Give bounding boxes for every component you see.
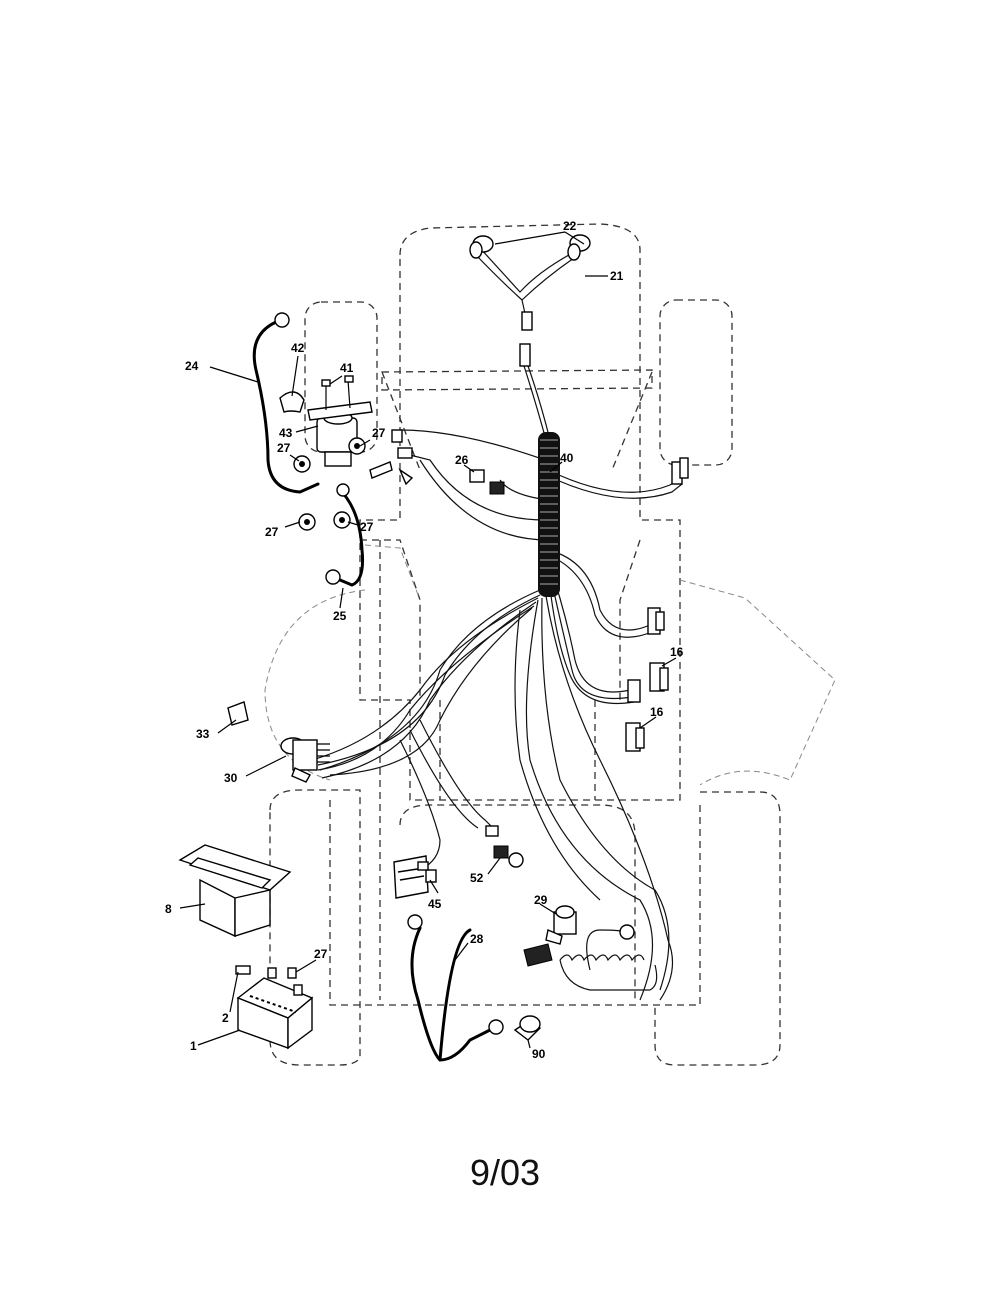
tractor-outline <box>264 223 836 1066</box>
callout-30: 30 <box>224 771 238 785</box>
callout-27-lower-right: 27 <box>360 520 374 534</box>
callout-27-lower-left: 27 <box>265 525 279 539</box>
callout-33: 33 <box>196 727 210 741</box>
seat-switch <box>545 905 577 945</box>
callout-24: 24 <box>185 359 199 373</box>
fuse-block <box>393 855 437 899</box>
callout-27-battery: 27 <box>314 947 328 961</box>
headlight-left <box>469 235 494 259</box>
callout-26: 26 <box>455 453 469 467</box>
callout-1: 1 <box>190 1039 197 1053</box>
starter-solenoid <box>307 401 373 467</box>
callout-42: 42 <box>291 341 305 355</box>
callout-28: 28 <box>470 932 484 946</box>
callout-29: 29 <box>534 893 548 907</box>
callout-2: 2 <box>222 1011 229 1025</box>
battery <box>236 967 314 1050</box>
callout-45: 45 <box>428 897 442 911</box>
parts <box>178 234 689 1062</box>
callouts: 22 21 24 42 41 43 27 27 27 27 26 40 25 1… <box>165 219 684 1061</box>
callout-16-upper: 16 <box>670 645 684 659</box>
callout-21: 21 <box>610 269 624 283</box>
callout-43: 43 <box>279 426 293 440</box>
callout-90: 90 <box>532 1047 546 1061</box>
headlight-right <box>567 234 591 261</box>
callout-22: 22 <box>563 219 577 233</box>
main-harness <box>311 247 683 1001</box>
callout-41: 41 <box>340 361 354 375</box>
callout-52: 52 <box>470 871 484 885</box>
battery-box <box>178 844 292 938</box>
leader-lines <box>179 231 677 1049</box>
callout-27-solenoid-right: 27 <box>372 426 386 440</box>
callout-16-lower: 16 <box>650 705 664 719</box>
callout-40: 40 <box>560 451 574 465</box>
callout-25: 25 <box>333 609 347 623</box>
callout-8: 8 <box>165 902 172 916</box>
callout-27-solenoid-left: 27 <box>277 441 291 455</box>
harness-loom-40 <box>538 432 560 597</box>
date-code: 9/03 <box>470 1152 541 1193</box>
ignition-switch <box>280 737 330 783</box>
